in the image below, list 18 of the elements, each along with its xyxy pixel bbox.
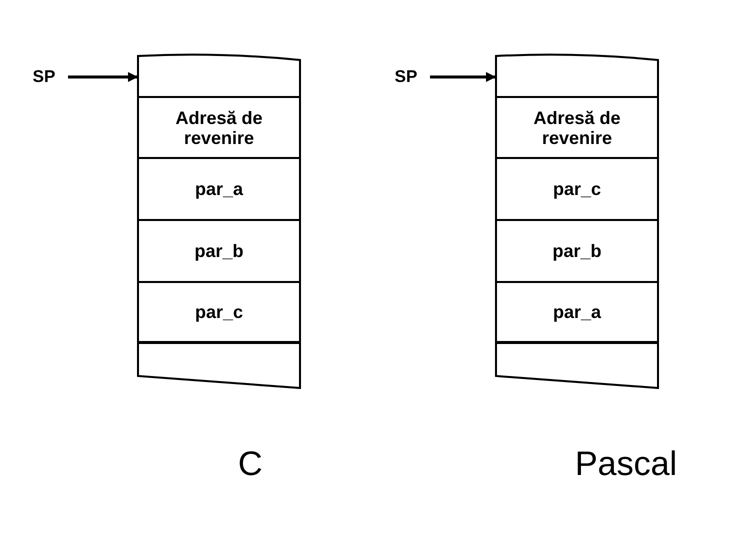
stack-bottom-cell <box>137 343 301 389</box>
arrow <box>68 72 138 82</box>
stack-top-cell <box>495 52 659 98</box>
stack-cell: Adresă de revenire <box>495 98 659 159</box>
calling-convention-label: Pascal <box>575 445 678 484</box>
calling-convention-label: C <box>238 445 263 484</box>
stack-cell: par_c <box>495 159 659 221</box>
stack-cell: par_b <box>495 221 659 283</box>
stack-top-cell <box>137 52 301 98</box>
stack-cell: Adresă de revenire <box>137 98 301 159</box>
pointer-label: SP <box>384 66 428 88</box>
stack-cell: par_b <box>137 221 301 283</box>
arrow <box>430 72 496 82</box>
stack-bottom-cell <box>495 343 659 389</box>
stack-cell: par_c <box>137 283 301 343</box>
stack-cell: par_a <box>137 159 301 221</box>
pointer-label: SP <box>22 66 66 88</box>
stack-cell: par_a <box>495 283 659 343</box>
